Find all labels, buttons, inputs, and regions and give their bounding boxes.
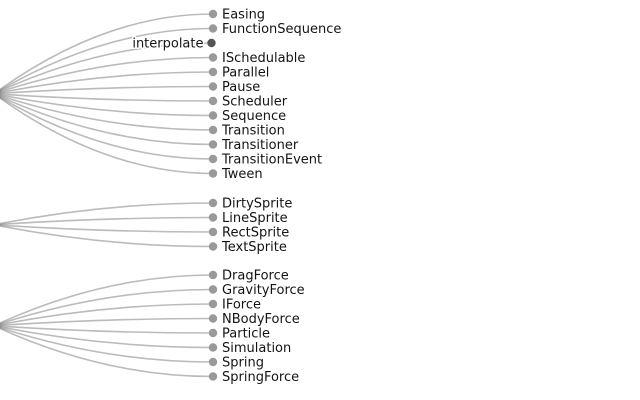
dots-layer	[207, 9, 218, 381]
tree-link	[0, 317, 214, 327]
tree-link	[0, 202, 214, 225]
tree-link	[0, 288, 214, 325]
tree-link	[0, 97, 214, 175]
node-label: IForce	[222, 298, 261, 313]
node-label: Tween	[221, 167, 263, 182]
tree-link	[0, 303, 214, 326]
leaf-node-dot	[208, 96, 218, 106]
node-label: Easing	[222, 8, 265, 23]
tree-link	[0, 224, 214, 233]
leaf-node-dot	[208, 213, 218, 222]
leaf-node-dot	[208, 111, 218, 120]
leaf-node-dot	[208, 9, 218, 19]
tree-link	[0, 96, 214, 160]
node-label: TextSprite	[221, 240, 287, 255]
node-label: Transition	[221, 124, 285, 139]
tree-link	[0, 225, 214, 248]
node-label: Scheduler	[222, 95, 288, 110]
leaf-node-dot	[208, 24, 218, 33]
node-label: DragForce	[222, 269, 289, 284]
leaf-node-dot	[208, 343, 218, 352]
tree-link	[0, 326, 214, 349]
leaf-node-dot	[208, 242, 218, 251]
leaf-node-dot	[208, 125, 218, 135]
tree-link	[0, 27, 214, 92]
tree-link	[0, 95, 214, 146]
tree-link	[0, 94, 214, 131]
leaf-node-dot	[208, 314, 218, 323]
leaf-node-dot	[208, 67, 218, 77]
tree-link	[0, 71, 214, 94]
node-label: DirtySprite	[222, 197, 292, 212]
node-label: interpolate	[132, 37, 203, 52]
tree-link	[0, 325, 214, 334]
tree-link	[0, 42, 212, 92]
node-label: Pause	[222, 80, 260, 95]
node-label: Spring	[222, 356, 264, 371]
node-label: Sequence	[222, 109, 286, 124]
tree-link	[0, 327, 214, 378]
node-label: Transitioner	[221, 138, 299, 153]
leaf-node-dot	[208, 140, 218, 149]
node-label: FunctionSequence	[222, 22, 341, 37]
leaf-node-dot	[208, 299, 218, 309]
node-label: TransitionEvent	[221, 153, 322, 168]
node-label: Simulation	[222, 341, 291, 356]
tree-link	[0, 216, 214, 226]
tree-link	[0, 56, 214, 93]
leaf-node-dot	[208, 328, 218, 338]
leaf-node-dot	[208, 53, 218, 62]
tree-link	[0, 93, 214, 102]
leaf-node-dot	[208, 227, 218, 237]
node-label: ISchedulable	[222, 51, 305, 66]
leaf-node-dot	[208, 169, 218, 178]
leaf-node-dot	[208, 357, 218, 367]
node-label: Particle	[222, 327, 270, 342]
leaf-node-dot	[208, 372, 218, 381]
tree-link	[0, 274, 214, 324]
tree-link	[0, 13, 214, 91]
node-label: NBodyForce	[222, 312, 300, 327]
leaf-node-dot	[208, 270, 218, 280]
tree-link	[0, 326, 214, 363]
leaf-node-dot	[208, 154, 218, 164]
node-label: GravityForce	[222, 283, 305, 298]
node-label: LineSprite	[222, 211, 288, 226]
node-label: SpringForce	[222, 370, 299, 385]
leaf-node-dot	[208, 198, 218, 208]
links-layer	[0, 13, 214, 378]
node-label: RectSprite	[222, 226, 289, 241]
leaf-node-dot	[208, 285, 218, 294]
internal-node-dot	[207, 38, 216, 48]
tree-link	[0, 94, 214, 117]
node-label: Parallel	[222, 66, 269, 81]
tree-link	[0, 85, 214, 95]
leaf-node-dot	[208, 82, 218, 91]
